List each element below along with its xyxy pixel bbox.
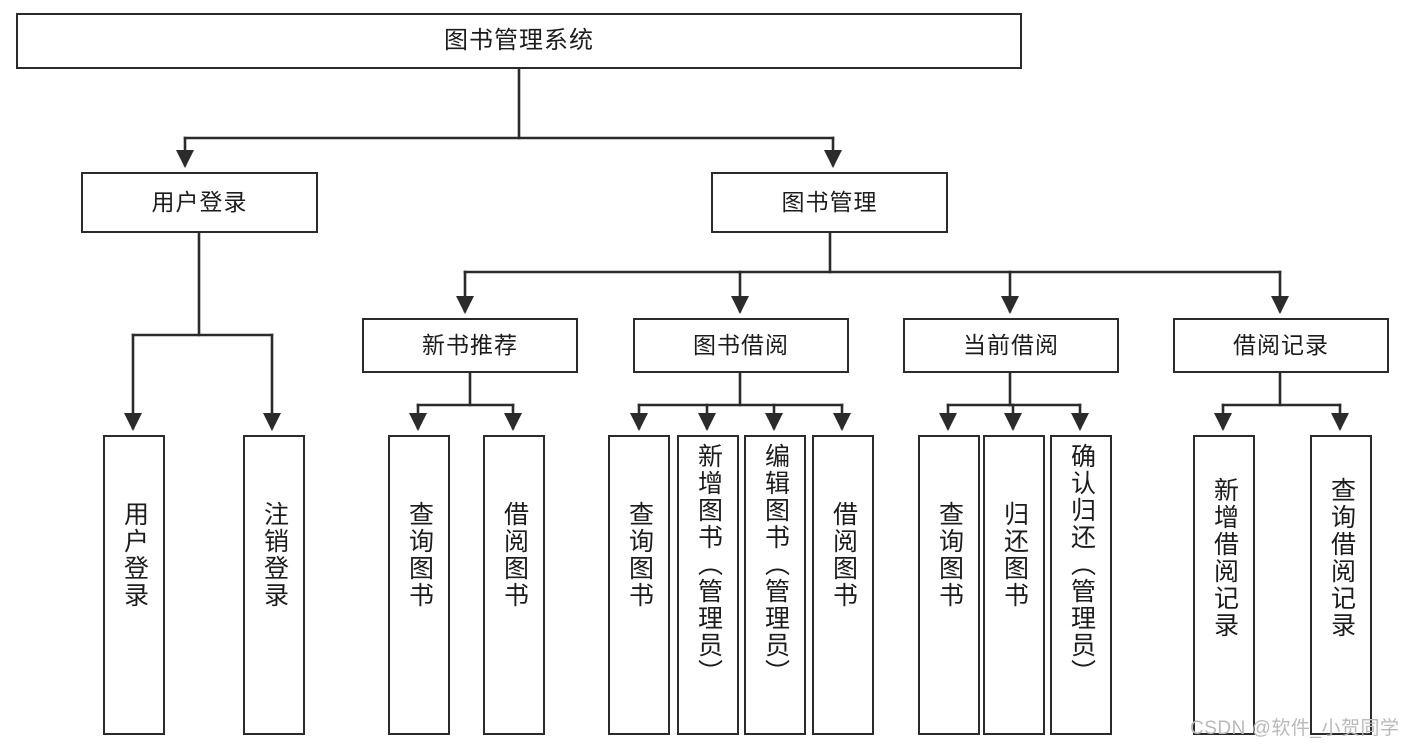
node-root[interactable]: 图书管理系统 <box>16 13 1022 69</box>
node-leaf-add-record-label: 新增借阅记录 <box>1210 477 1239 639</box>
node-leaf-borrow-book-1-label: 借阅图书 <box>500 501 529 609</box>
node-leaf-query-book-2[interactable]: 查询图书 <box>608 435 670 735</box>
node-leaf-borrow-book-2-label: 借阅图书 <box>829 501 858 609</box>
node-user-login-label: 用户登录 <box>151 189 248 216</box>
node-root-label: 图书管理系统 <box>444 27 594 55</box>
node-leaf-query-record-label: 查询借阅记录 <box>1327 477 1356 639</box>
node-new-book-recommend[interactable]: 新书推荐 <box>362 318 578 373</box>
node-leaf-confirm-return[interactable]: 确认归还（管理员） <box>1050 435 1112 735</box>
node-leaf-borrow-book-2[interactable]: 借阅图书 <box>812 435 874 735</box>
node-leaf-query-book-3[interactable]: 查询图书 <box>918 435 980 735</box>
node-leaf-query-record[interactable]: 查询借阅记录 <box>1310 435 1372 735</box>
node-borrow-record-label: 借阅记录 <box>1233 332 1329 359</box>
node-leaf-logout[interactable]: 注销登录 <box>243 435 305 735</box>
watermark: CSDN @软件_小贺同学 <box>1190 718 1400 739</box>
node-leaf-user-login-label: 用户登录 <box>120 501 149 609</box>
node-leaf-query-book-2-label: 查询图书 <box>625 501 654 609</box>
node-leaf-edit-book[interactable]: 编辑图书（管理员） <box>744 435 806 735</box>
node-new-book-recommend-label: 新书推荐 <box>422 332 518 359</box>
node-leaf-logout-label: 注销登录 <box>260 501 289 609</box>
node-borrow-record[interactable]: 借阅记录 <box>1173 318 1389 373</box>
node-leaf-add-book[interactable]: 新增图书（管理员） <box>677 435 739 735</box>
node-leaf-borrow-book-1[interactable]: 借阅图书 <box>483 435 545 735</box>
node-leaf-query-book-1-label: 查询图书 <box>405 501 434 609</box>
node-leaf-confirm-return-label: 确认归还（管理员） <box>1067 443 1096 686</box>
node-book-manage-label: 图书管理 <box>781 189 878 216</box>
node-leaf-query-book-3-label: 查询图书 <box>935 501 964 609</box>
node-leaf-return-book[interactable]: 归还图书 <box>983 435 1045 735</box>
node-current-borrow[interactable]: 当前借阅 <box>903 318 1119 373</box>
node-leaf-add-book-label: 新增图书（管理员） <box>694 443 723 686</box>
node-user-login[interactable]: 用户登录 <box>81 172 318 233</box>
node-leaf-return-book-label: 归还图书 <box>1000 501 1029 609</box>
node-book-borrow[interactable]: 图书借阅 <box>633 318 849 373</box>
node-current-borrow-label: 当前借阅 <box>963 332 1059 359</box>
node-book-manage[interactable]: 图书管理 <box>711 172 948 233</box>
node-book-borrow-label: 图书借阅 <box>693 332 789 359</box>
node-leaf-edit-book-label: 编辑图书（管理员） <box>761 443 790 686</box>
node-leaf-user-login[interactable]: 用户登录 <box>103 435 165 735</box>
node-leaf-query-book-1[interactable]: 查询图书 <box>388 435 450 735</box>
node-leaf-add-record[interactable]: 新增借阅记录 <box>1193 435 1255 735</box>
